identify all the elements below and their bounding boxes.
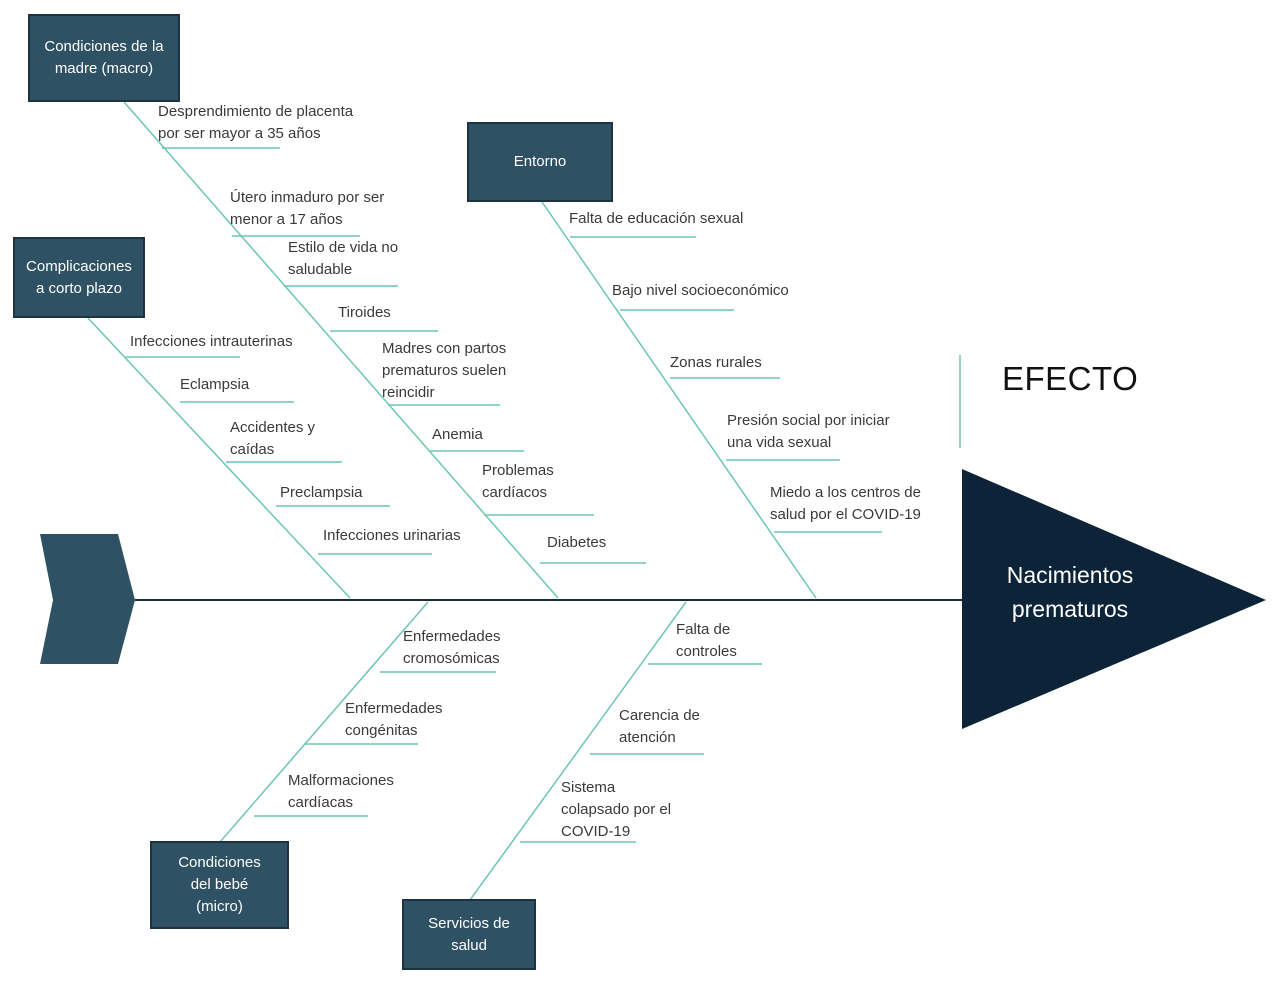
cause-label: Bajo nivel socioeconómico	[612, 282, 789, 299]
category-title-entorno: Entorno	[513, 153, 567, 170]
cause-label: Anemia	[432, 426, 483, 443]
cause-label: Estilo de vida no saludable	[288, 239, 399, 278]
cause-label: Miedo a los centros de salud por el COVI…	[770, 484, 921, 523]
cause-label: Enfermedades congénitas	[345, 700, 443, 739]
cause-label: Falta de controles	[676, 621, 737, 660]
cause-label: Carencia de atención	[619, 707, 700, 746]
cause-label: Diabetes	[547, 534, 607, 551]
cause-label: Desprendimiento de placenta por ser mayo…	[158, 103, 354, 142]
category-box-madre: Condiciones de la madre (macro)	[28, 14, 180, 102]
cause-label: Útero inmaduro por ser menor a 17 años	[230, 189, 385, 228]
branch-salud	[469, 601, 687, 901]
effect-title: Nacimientos prematuros	[1006, 562, 1134, 622]
cause-label: Infecciones intrauterinas	[130, 333, 293, 350]
cause-label: Falta de educación sexual	[569, 210, 744, 227]
cause-label: Madres con partos prematuros suelen rein…	[382, 340, 507, 401]
effect-head	[962, 469, 1266, 729]
cause-label: Tiroides	[338, 304, 391, 321]
category-box-bebe: Condiciones del bebé (micro)	[150, 841, 289, 929]
category-box-complicaciones: Complicaciones a corto plazo	[13, 237, 145, 318]
branch-entorno	[541, 201, 817, 599]
category-title-salud: Servicios de salud	[428, 914, 510, 954]
cause-label: Accidentes y caídas	[230, 419, 316, 458]
cause-label: Preclampsia	[280, 484, 363, 501]
branch-complicaciones	[87, 317, 351, 599]
cause-label: Infecciones urinarias	[323, 527, 461, 544]
category-title-bebe: Condiciones del bebé (micro)	[178, 854, 261, 915]
cause-label: Malformaciones cardíacas	[288, 772, 394, 811]
category-title-madre: Condiciones de la madre (macro)	[44, 38, 164, 77]
cause-label: Enfermedades cromosómicas	[403, 628, 501, 667]
cause-label: Sistema colapsado por el COVID-19	[561, 779, 672, 840]
cause-label: Problemas cardíacos	[482, 462, 554, 501]
category-box-salud: Servicios de salud	[402, 899, 536, 970]
cause-label: Zonas rurales	[670, 354, 762, 371]
category-box-entorno: Entorno	[467, 122, 613, 202]
efecto-heading: EFECTO	[1002, 360, 1139, 397]
branch-bebe	[219, 601, 429, 843]
cause-label: Eclampsia	[180, 376, 250, 393]
cause-label: Presión social por iniciar una vida sexu…	[727, 412, 890, 451]
tail-chevron	[40, 534, 135, 664]
category-title-complicaciones: Complicaciones a corto plazo	[26, 257, 132, 297]
